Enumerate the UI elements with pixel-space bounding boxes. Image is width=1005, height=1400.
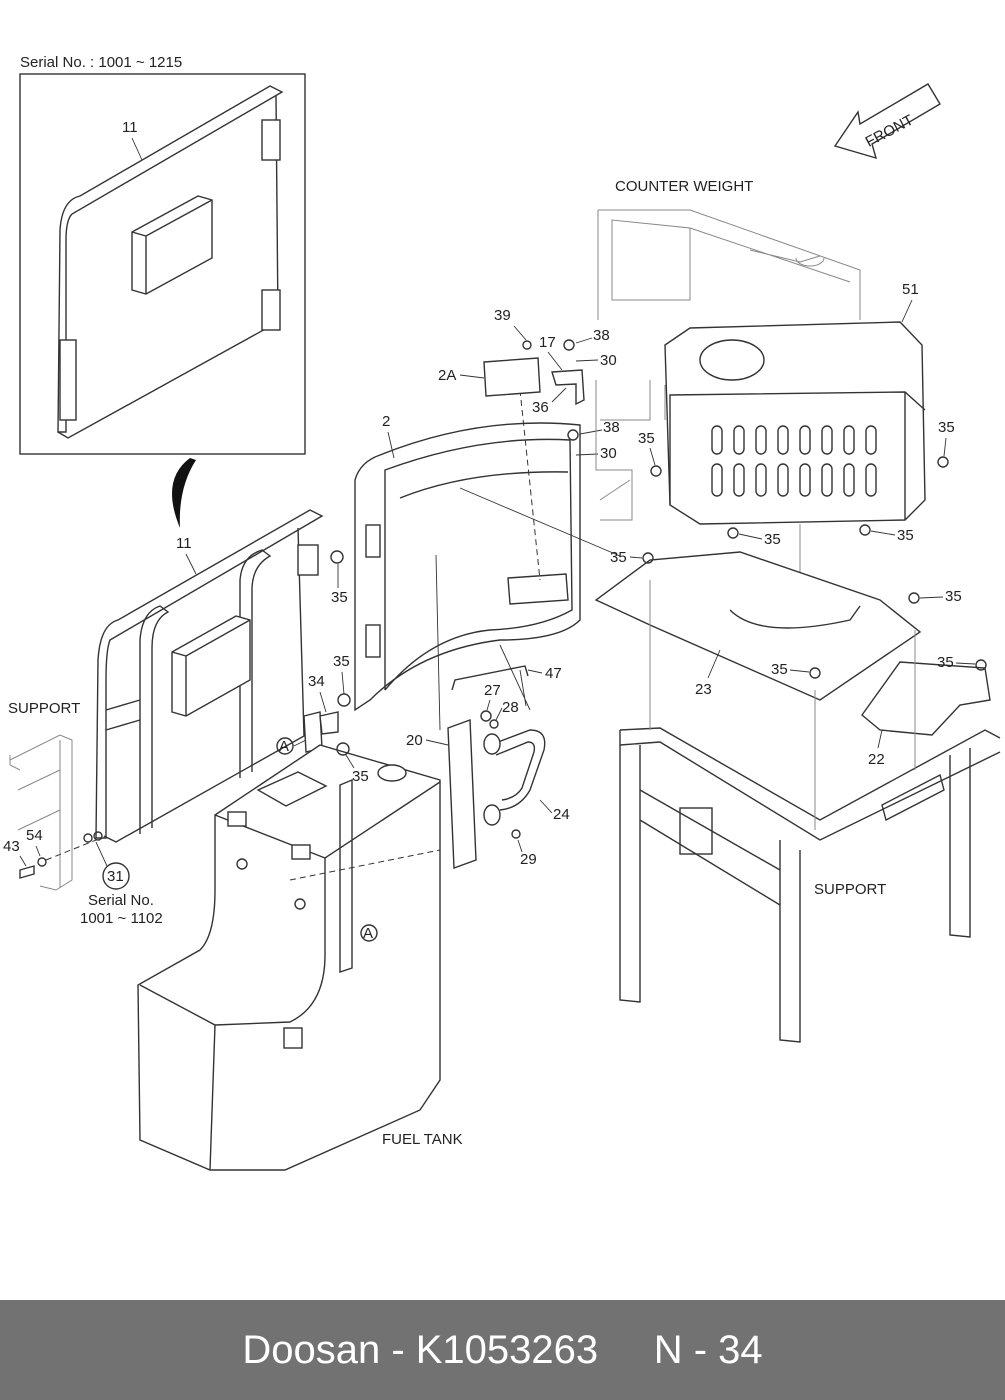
callout-51: 51 (902, 281, 919, 298)
callout-27: 27 (484, 682, 501, 699)
left-fasteners: 43 54 31 Serial No. 1001 ~ 1102 (3, 827, 163, 927)
cover-vents (711, 425, 877, 497)
callout-34: 34 (308, 673, 325, 690)
ref-a-left-marker (276, 737, 294, 755)
callout-23: 23 (695, 681, 712, 698)
door-panel-2: 2 (354, 389, 621, 712)
callout-22: 22 (868, 751, 885, 768)
callout-20: 20 (406, 732, 423, 749)
callout-35-plate2: 35 (945, 588, 962, 605)
callout-38-lower: 38 (603, 419, 620, 436)
plate-22: 22 (861, 661, 991, 768)
callout-35-bracket: 35 (333, 653, 350, 670)
bracket-20: 20 (406, 554, 477, 869)
latch-hardware: 2A 39 17 36 38 30 38 30 (438, 307, 633, 521)
callout-2: 2 (382, 413, 390, 430)
support-right-frame: SUPPORT (619, 580, 1001, 1043)
callout-28: 28 (502, 699, 519, 716)
support-right-label: SUPPORT (814, 881, 886, 898)
engine-cover: 51 (664, 281, 926, 600)
inset-pointer-arrow (172, 458, 196, 528)
inset-callout-11: 11 (122, 119, 138, 136)
footer-brand-part: Doosan - K1053263 (242, 1327, 599, 1372)
ref-a-left: A (279, 738, 289, 755)
callout-38-upper: 38 (593, 327, 610, 344)
callout-11: 11 (176, 535, 192, 552)
callout-31: 31 (107, 868, 124, 885)
callout-36: 36 (532, 399, 549, 416)
callout-35-plate3: 35 (771, 661, 788, 678)
footer-bar: Doosan - K1053263 N - 34 (0, 1300, 1005, 1400)
bolt-callouts-35: 35 35 35 35 35 35 35 35 35 35 35 (330, 419, 987, 785)
fuel-tank-label: FUEL TANK (382, 1131, 463, 1148)
callout-30-upper: 30 (600, 352, 617, 369)
callout-29: 29 (520, 851, 537, 868)
callout-31-circle (102, 862, 130, 890)
callout-30-lower: 30 (600, 445, 617, 462)
callout-35-cover-bottom2: 35 (897, 527, 914, 544)
callout-35-cover-right: 35 (938, 419, 955, 436)
serial-note-line2: 1001 ~ 1102 (80, 910, 163, 927)
callout-35-lower: 35 (352, 768, 369, 785)
counter-weight: COUNTER WEIGHT (597, 178, 861, 421)
callout-47: 47 (545, 665, 562, 682)
callout-54: 54 (26, 827, 43, 844)
ref-a-right: A (363, 925, 373, 942)
support-left-label: SUPPORT (8, 700, 80, 717)
rod-47: 47 (451, 644, 562, 711)
callout-35-cover-left: 35 (638, 430, 655, 447)
inset-serial-label: Serial No. : 1001 ~ 1215 (20, 54, 182, 71)
serial-note-line1: Serial No. (88, 892, 154, 909)
support-left: SUPPORT (8, 700, 80, 891)
footer-spacer (598, 1328, 654, 1373)
ref-a-right-marker (360, 924, 378, 942)
parts-diagram: Serial No. : 1001 ~ 1215 11 FRONT COUNTE… (3, 54, 1001, 1171)
footer-page: N - 34 (653, 1327, 763, 1372)
counter-weight-label: COUNTER WEIGHT (615, 178, 753, 195)
callout-39: 39 (494, 307, 511, 324)
guard-11: 11 (95, 509, 324, 843)
fuel-tank: FUEL TANK A (137, 744, 463, 1171)
handle-24: 24 27 28 29 (480, 682, 570, 868)
callout-2a: 2A (438, 367, 456, 384)
callout-35-guard: 35 (331, 589, 348, 606)
callout-35-plate1: 35 (610, 549, 627, 566)
callout-24: 24 (553, 806, 570, 823)
callout-35-cover-bottom1: 35 (764, 531, 781, 548)
plate-23: 23 (594, 551, 922, 701)
callout-17: 17 (539, 334, 556, 351)
front-arrow: FRONT (833, 83, 941, 160)
inset-box: Serial No. : 1001 ~ 1215 11 (19, 54, 306, 455)
bracket-34: 34 A (276, 673, 339, 755)
callout-35-plate4: 35 (937, 654, 954, 671)
callout-43: 43 (3, 838, 20, 855)
